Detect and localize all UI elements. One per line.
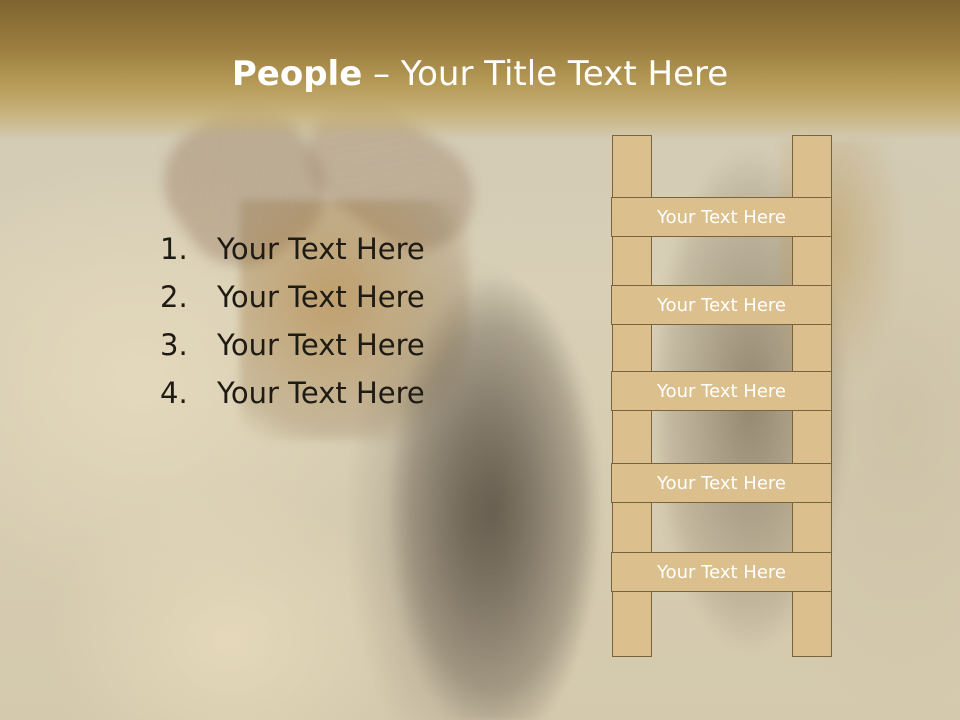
list-number: 4. [160,376,188,410]
list-item: 2. Your Text Here [160,280,560,328]
list-item-text: Your Text Here [217,328,425,362]
ladder-rung-4[interactable]: Your Text Here [611,463,832,503]
ladder-diagram: Your Text Here Your Text Here Your Text … [611,135,834,659]
ladder-rung-3[interactable]: Your Text Here [611,371,832,411]
list-item-text: Your Text Here [217,232,425,266]
list-item-text: Your Text Here [217,280,425,314]
list-number: 3. [160,328,188,362]
list-number: 2. [160,280,188,314]
ladder-rung-label: Your Text Here [657,472,786,494]
slide-title-rest: – Your Title Text Here [362,54,729,94]
numbered-list[interactable]: 1. Your Text Here 2. Your Text Here 3. Y… [160,232,560,424]
slide-title[interactable]: People – Your Title Text Here [0,52,960,96]
ladder-rung-label: Your Text Here [657,294,786,316]
ladder-rung-1[interactable]: Your Text Here [611,197,832,237]
list-number: 1. [160,232,188,266]
title-bar: People – Your Title Text Here [0,0,960,140]
list-item: 3. Your Text Here [160,328,560,376]
ladder-rung-label: Your Text Here [657,561,786,583]
ladder-rung-5[interactable]: Your Text Here [611,552,832,592]
list-item: 1. Your Text Here [160,232,560,280]
list-item: 4. Your Text Here [160,376,560,424]
slide-title-bold: People [231,54,363,94]
ladder-rung-label: Your Text Here [657,206,786,228]
ladder-rung-2[interactable]: Your Text Here [611,285,832,325]
list-item-text: Your Text Here [217,376,425,410]
ladder-rung-label: Your Text Here [657,380,786,402]
